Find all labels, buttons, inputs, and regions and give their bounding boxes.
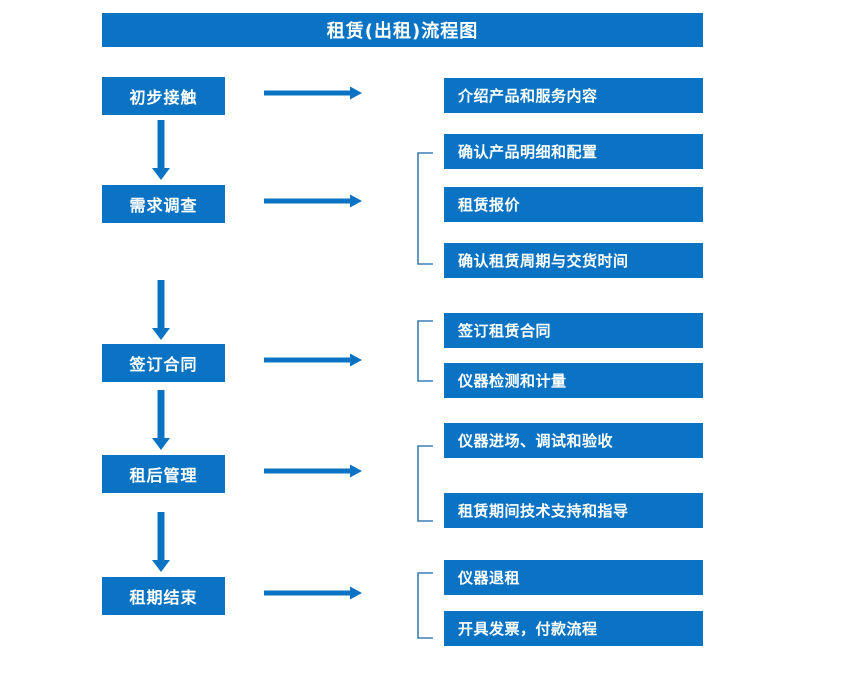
detail-box-2-1[interactable]: 确认产品明细和配置 xyxy=(444,134,703,169)
right-arrow-icon xyxy=(264,352,362,368)
stage-box-3[interactable]: 签订合同 xyxy=(102,344,225,382)
right-arrow-icon xyxy=(264,85,362,101)
detail-box-2-2[interactable]: 租赁报价 xyxy=(444,187,703,222)
detail-box-3-1[interactable]: 签订租赁合同 xyxy=(444,313,703,348)
stage-box-1[interactable]: 初步接触 xyxy=(102,77,225,115)
down-arrow-icon xyxy=(148,280,174,340)
down-arrow-icon xyxy=(148,120,174,180)
detail-box-4-1[interactable]: 仪器进场、调试和验收 xyxy=(444,423,703,458)
detail-box-2-3[interactable]: 确认租赁周期与交货时间 xyxy=(444,243,703,278)
diagram-title: 租赁(出租)流程图 xyxy=(102,13,703,47)
down-arrow-icon xyxy=(148,512,174,572)
left-bracket-icon xyxy=(417,320,433,382)
detail-box-5-2[interactable]: 开具发票，付款流程 xyxy=(444,611,703,646)
right-arrow-icon xyxy=(264,193,362,209)
down-arrow-icon xyxy=(148,390,174,450)
left-bracket-icon xyxy=(417,572,433,639)
stage-box-2[interactable]: 需求调查 xyxy=(102,185,225,223)
stage-box-5[interactable]: 租期结束 xyxy=(102,577,225,615)
right-arrow-icon xyxy=(264,585,362,601)
detail-box-5-1[interactable]: 仪器退租 xyxy=(444,560,703,595)
left-bracket-icon xyxy=(417,152,433,265)
detail-box-1-1[interactable]: 介绍产品和服务内容 xyxy=(444,78,703,113)
detail-box-3-2[interactable]: 仪器检测和计量 xyxy=(444,363,703,398)
right-arrow-icon xyxy=(264,463,362,479)
detail-box-4-2[interactable]: 租赁期间技术支持和指导 xyxy=(444,493,703,528)
left-bracket-icon xyxy=(417,445,433,522)
stage-box-4[interactable]: 租后管理 xyxy=(102,455,225,493)
